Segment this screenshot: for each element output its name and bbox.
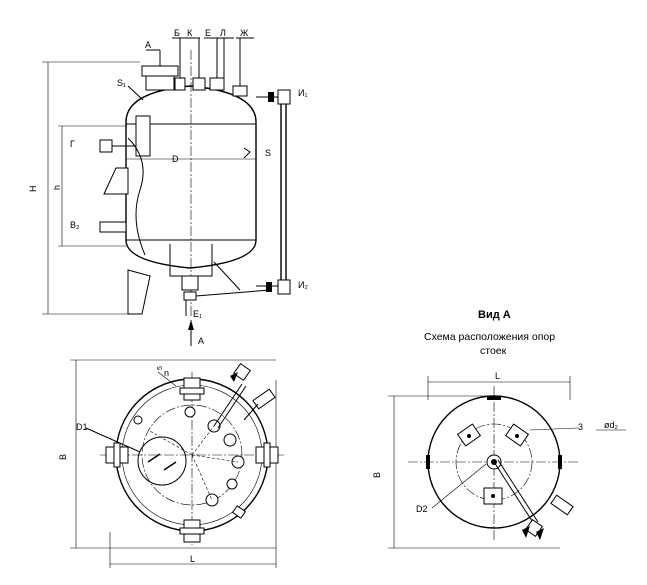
break-line (127, 137, 146, 256)
label-d2: ød₂ (604, 420, 619, 430)
nozzle-K (192, 77, 206, 91)
bottom-outlet-flange (183, 291, 197, 301)
label-H: H (28, 186, 38, 193)
label-3: 3 (578, 422, 583, 432)
gauge-bottom-valve (266, 282, 272, 292)
label-V2: В₂ (70, 220, 80, 230)
drain-branch (213, 261, 241, 291)
nozzle-V2 (99, 221, 127, 233)
nozzle-plan-2 (223, 433, 237, 447)
label-E: Е (205, 28, 211, 38)
label-S: S (265, 148, 271, 158)
label-K: К (187, 28, 193, 38)
post-hole-3 (491, 494, 495, 498)
nozzle-plan-5 (205, 493, 219, 507)
label-A-top: А (145, 40, 151, 50)
manhole-plan (137, 436, 187, 486)
label-k: 5 (157, 366, 164, 370)
gauge-valve-a (522, 526, 530, 538)
radial-3 (191, 454, 239, 463)
manhole-cover (141, 65, 179, 77)
post-hole-2 (515, 434, 519, 438)
label-n: n (164, 368, 169, 378)
view-a-caption-2: стоек (480, 345, 507, 357)
gauge-top-valve (268, 92, 274, 102)
label-D2: D2 (416, 504, 428, 514)
drain-pipe (195, 289, 271, 297)
gauge-valve-plan (230, 372, 238, 382)
gauge-valve-a-2 (536, 528, 544, 540)
support-lug-left (103, 167, 129, 195)
label-Zh: Ж (240, 28, 249, 38)
label-B: Б (174, 28, 180, 38)
label-B-top: В (58, 454, 68, 460)
label-S1: S₁ (117, 78, 126, 88)
nozzle-plan-6 (184, 406, 196, 418)
view-a: Вид А Схема расположения опор стоек L В (372, 309, 626, 549)
label-D: D (172, 154, 179, 164)
view-arrow-head (188, 320, 194, 330)
gauge-fitting-plan (232, 362, 252, 382)
label-A-bottom: А (198, 336, 204, 346)
label-B-a: В (372, 472, 382, 478)
bottom-outlet-neck (181, 275, 199, 291)
thickness-mark (243, 147, 251, 159)
label-D1: D1 (76, 422, 88, 432)
gauge-line-plan-2 (217, 385, 247, 429)
side-nozzle-pipe (243, 403, 259, 421)
lug-a-right (558, 455, 562, 469)
leader-3 (529, 427, 579, 431)
label-L-a: L (495, 371, 500, 381)
lower-gauge-plan (231, 505, 247, 519)
lug-top-plate (179, 387, 205, 395)
angle-leader-n (157, 371, 177, 387)
nozzle-B (174, 77, 186, 91)
gauge-line-plan (213, 383, 243, 427)
radial-1 (147, 429, 193, 456)
nozzle-plan-4 (226, 478, 238, 490)
radial-2 (191, 425, 215, 456)
post-hole-1 (467, 434, 471, 438)
side-nozzle-plan (252, 388, 276, 410)
leader-S1 (127, 85, 144, 101)
lug-right-plate (263, 442, 271, 468)
label-L-top: L (190, 554, 195, 564)
view-a-caption-1: Схема расположения опор (424, 331, 555, 343)
front-view: D А Б К Е Л Ж S₁ И₁ (28, 28, 308, 346)
view-a-title: Вид А (478, 309, 511, 321)
label-E1: Е₁ (193, 309, 202, 319)
gauge-top-fitting (277, 89, 291, 105)
lug-left-plate (113, 442, 121, 468)
nozzle-E (209, 77, 225, 91)
pipe-a-1 (493, 461, 535, 525)
nozzle-G-flange (99, 139, 113, 153)
manhole-neck (145, 75, 175, 91)
leader-D1 (85, 427, 141, 453)
label-I2: И₂ (298, 280, 308, 290)
radial-4 (191, 454, 213, 501)
lug-a-left (426, 455, 430, 469)
nozzle-plan-7 (133, 415, 143, 425)
label-G: Г (70, 139, 75, 149)
top-view: В L D1 (58, 359, 284, 568)
manhole-handle-2 (163, 461, 177, 471)
leader-D2 (431, 463, 487, 509)
support-leg-left (127, 269, 151, 315)
pipe-a-2 (497, 459, 539, 523)
side-nozzle-a (550, 494, 574, 516)
label-L: Л (220, 28, 226, 38)
vessel-shell (125, 85, 257, 269)
nozzle-Zh (232, 85, 248, 97)
internal-pipe (135, 115, 151, 157)
lug-a-top (487, 396, 501, 400)
label-h: h (52, 185, 62, 190)
label-I1: И₁ (298, 88, 308, 98)
lug-bottom-plate (179, 527, 205, 535)
gauge-bottom-fitting (277, 279, 291, 295)
manhole-handle-1 (147, 453, 161, 463)
